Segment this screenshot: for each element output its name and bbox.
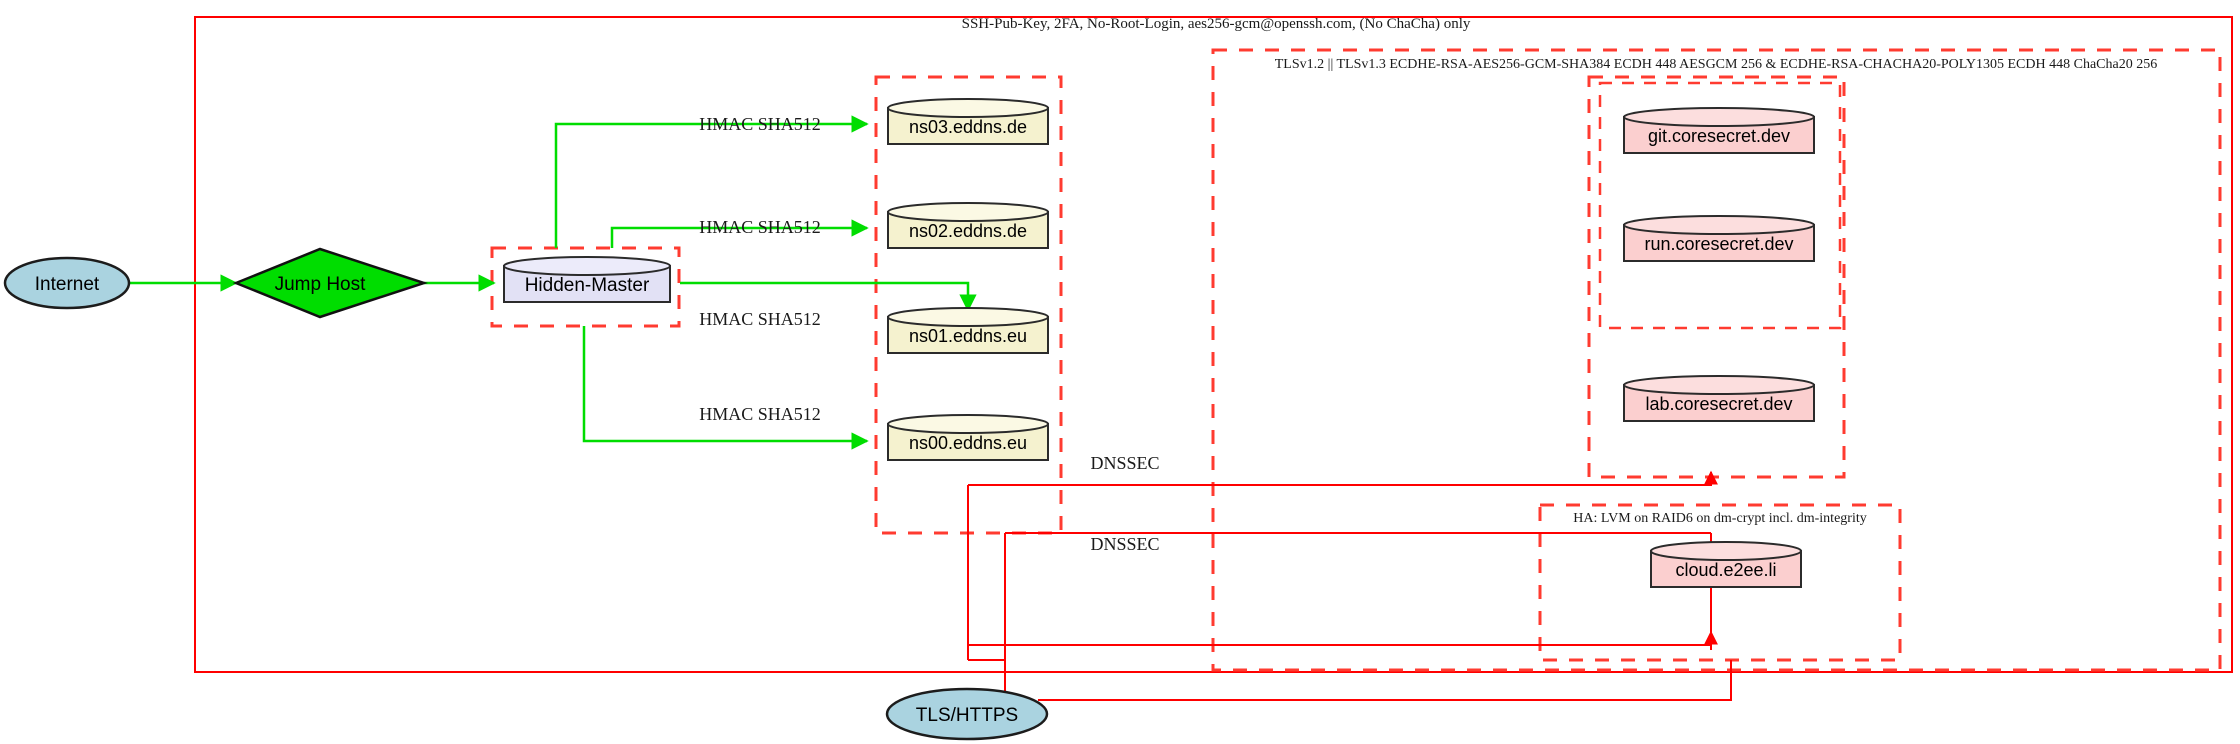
node-lab-coresecret[interactable]: lab.coresecret.dev xyxy=(1623,375,1815,422)
edge-hiddenmaster-to-ns03 xyxy=(554,115,869,248)
edge-tls-right-branch xyxy=(1038,660,1732,701)
node-ns02[interactable]: ns02.eddns.de xyxy=(887,202,1049,249)
node-internet[interactable]: Internet xyxy=(3,256,131,310)
node-git-coresecret[interactable]: git.coresecret.dev xyxy=(1623,107,1815,154)
node-ns03[interactable]: ns03.eddns.de xyxy=(887,98,1049,145)
node-ns00[interactable]: ns00.eddns.eu xyxy=(887,414,1049,461)
cloud-label: cloud.e2ee.li xyxy=(1675,560,1776,580)
coresecret-inner-boundary xyxy=(1598,81,1842,330)
lab-top xyxy=(1623,375,1815,395)
internet-label: Internet xyxy=(35,274,100,295)
git-top xyxy=(1623,107,1815,127)
ns01-top xyxy=(887,307,1049,327)
edge-label-hmac-ns02: HMAC SHA512 xyxy=(699,217,821,237)
ns03-top xyxy=(887,98,1049,118)
edge-label-hmac-ns01: HMAC SHA512 xyxy=(699,309,821,329)
edge-label-dnssec-lower: DNSSEC xyxy=(1090,534,1159,554)
ha-zone-label: HA: LVM on RAID6 on dm-crypt incl. dm-in… xyxy=(1573,511,1866,526)
ssh-zone-boundary xyxy=(194,16,2233,673)
edge-dnssec-upper xyxy=(968,470,1718,486)
hidden-master-label: Hidden-Master xyxy=(525,275,650,296)
hidden-master-top xyxy=(503,256,671,276)
ns00-top xyxy=(887,414,1049,434)
ns03-label: ns03.eddns.de xyxy=(909,117,1027,137)
ns02-label: ns02.eddns.de xyxy=(909,221,1027,241)
node-ns01[interactable]: ns01.eddns.eu xyxy=(887,307,1049,354)
tls-zone-label: TLSv1.2 || TLSv1.3 ECDHE-RSA-AES256-GCM-… xyxy=(1275,57,2157,72)
ns02-top xyxy=(887,202,1049,222)
internet-shape xyxy=(3,256,131,310)
node-tls-https[interactable]: TLS/HTTPS xyxy=(885,687,1049,741)
lab-label: lab.coresecret.dev xyxy=(1645,394,1792,414)
node-run-coresecret[interactable]: run.coresecret.dev xyxy=(1623,215,1815,262)
tls-zone-boundary xyxy=(1211,48,2222,672)
cloud-top xyxy=(1650,541,1802,561)
tls-https-label: TLS/HTTPS xyxy=(916,705,1018,726)
jump-host-label: Jump Host xyxy=(275,274,367,295)
run-label: run.coresecret.dev xyxy=(1644,234,1793,254)
edge-label-dnssec-upper: DNSSEC xyxy=(1090,453,1159,473)
edge-hiddenmaster-to-ns02 xyxy=(610,219,869,248)
node-jump-host[interactable]: Jump Host xyxy=(232,247,429,319)
node-hidden-master[interactable]: Hidden-Master xyxy=(503,256,671,303)
jump-host-shape xyxy=(232,247,429,319)
ns00-label: ns00.eddns.eu xyxy=(909,433,1027,453)
ns01-label: ns01.eddns.eu xyxy=(909,326,1027,346)
edge-label-hmac-ns03: HMAC SHA512 xyxy=(699,114,821,134)
run-top xyxy=(1623,215,1815,235)
edge-hiddenmaster-to-ns01 xyxy=(680,281,977,312)
git-label: git.coresecret.dev xyxy=(1648,126,1790,146)
edge-label-hmac-ns00: HMAC SHA512 xyxy=(699,404,821,424)
tls-https-shape xyxy=(885,687,1049,741)
edge-tls-to-coresecret xyxy=(968,630,1718,646)
ssh-zone-label: SSH-Pub-Key, 2FA, No-Root-Login, aes256-… xyxy=(962,16,1471,32)
edge-hiddenmaster-to-ns00 xyxy=(582,326,869,450)
node-cloud-e2ee[interactable]: cloud.e2ee.li xyxy=(1650,541,1802,588)
